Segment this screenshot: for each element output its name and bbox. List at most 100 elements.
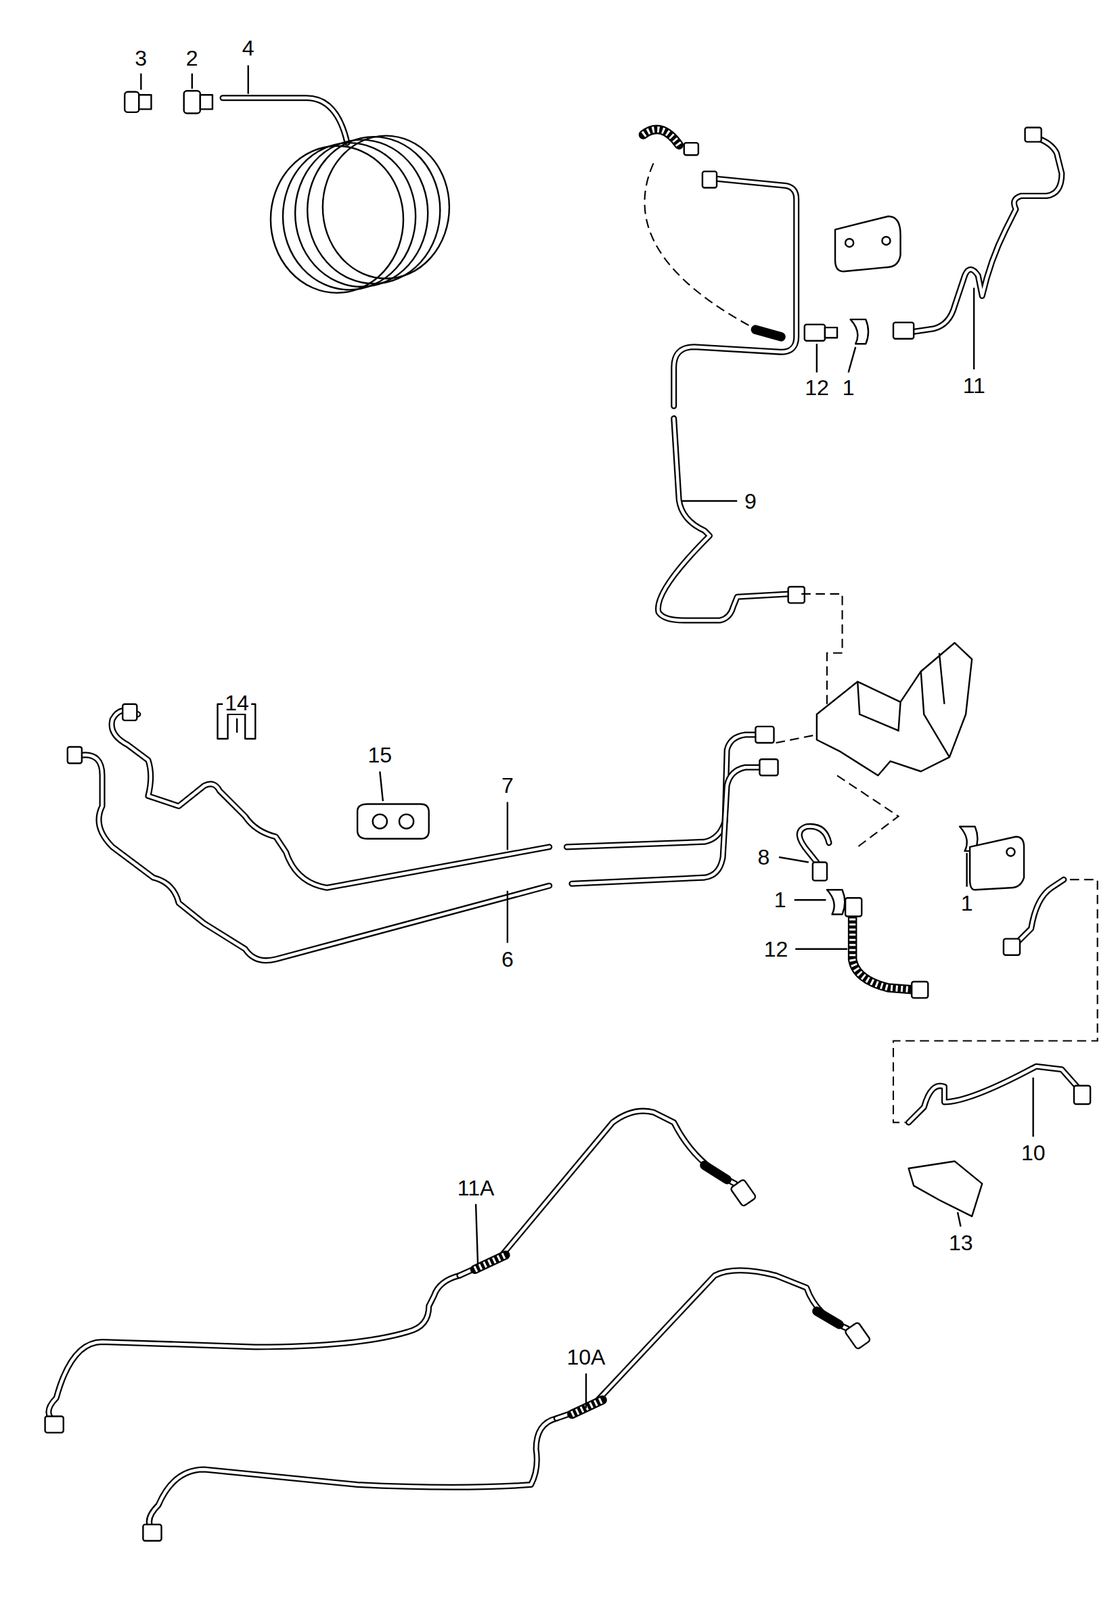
fittings-part bbox=[142, 1524, 162, 1542]
callout-number: 1 bbox=[840, 376, 857, 399]
brake-hoses-part bbox=[571, 1400, 603, 1415]
fittings-part bbox=[804, 324, 825, 342]
leader-lines-part bbox=[247, 65, 250, 95]
brake-pipes-part bbox=[148, 1419, 557, 1532]
proportioning-valve-part bbox=[857, 682, 901, 731]
brake-pipes-part bbox=[908, 1066, 1078, 1123]
connection-dashes-part bbox=[893, 879, 1098, 1123]
leader-lines-part bbox=[506, 891, 509, 944]
callout-number: 1 bbox=[958, 892, 976, 915]
fittings-part bbox=[45, 1417, 64, 1434]
brake-pipes-part bbox=[566, 734, 766, 848]
brake-hoses-part bbox=[852, 913, 914, 991]
brake-pipes-part bbox=[48, 1275, 460, 1424]
leader-lines-part bbox=[795, 948, 848, 951]
fittings-part bbox=[1074, 1086, 1091, 1105]
callout-number: 9 bbox=[742, 490, 759, 513]
callout-number: 10 bbox=[1019, 1142, 1048, 1165]
brake-pipes-part bbox=[81, 755, 550, 962]
brake-hoses-part bbox=[704, 1165, 727, 1180]
brake-hoses-part bbox=[459, 1111, 735, 1276]
connection-dashes-part bbox=[644, 163, 761, 332]
fittings-part bbox=[702, 171, 717, 188]
clips-and-plates-part bbox=[908, 1161, 983, 1217]
brake-pipes-part bbox=[657, 418, 792, 621]
fittings-part bbox=[845, 898, 862, 917]
pipe-coil bbox=[270, 136, 450, 294]
leader-lines-part bbox=[475, 1204, 478, 1266]
brake-pipes-part bbox=[1015, 879, 1064, 945]
brake-hoses-part bbox=[475, 1255, 506, 1270]
brake-pipes-part bbox=[799, 826, 830, 863]
fittings-part bbox=[200, 94, 213, 109]
leader-lines-part bbox=[778, 857, 809, 863]
brake-pipes bbox=[48, 98, 1078, 1532]
fittings-part bbox=[184, 90, 201, 114]
fittings-part bbox=[824, 327, 838, 338]
fittings-part bbox=[67, 747, 82, 764]
brake-hoses-part bbox=[816, 1311, 840, 1326]
leader-lines-part bbox=[682, 500, 738, 502]
callout-number: 12 bbox=[762, 938, 791, 961]
fittings-part bbox=[755, 726, 774, 744]
brake-hoses-part bbox=[556, 1270, 848, 1420]
brake-pipes-part bbox=[571, 767, 769, 884]
connection-dashes bbox=[644, 163, 1098, 1123]
leader-lines-part bbox=[794, 899, 827, 901]
clips-and-plates-part bbox=[357, 804, 430, 840]
leader-lines-part bbox=[379, 771, 384, 802]
clips-and-plates bbox=[217, 216, 1024, 1217]
callout-number: 6 bbox=[499, 948, 516, 971]
clips-and-plates-part bbox=[399, 814, 414, 830]
fittings-part bbox=[812, 862, 828, 882]
brake-hoses-part bbox=[571, 1400, 603, 1415]
connection-dashes-part bbox=[776, 734, 817, 744]
clips-and-plates-part bbox=[1006, 847, 1015, 857]
fittings-part bbox=[893, 322, 914, 340]
connection-dashes-part bbox=[801, 594, 842, 710]
pipe-coil-part bbox=[282, 142, 416, 290]
fittings-part bbox=[1003, 939, 1020, 956]
leader-lines-part bbox=[848, 347, 857, 373]
brake-pipes-part bbox=[657, 418, 792, 621]
pipe-coil-part bbox=[322, 136, 450, 279]
leader-lines-part bbox=[1032, 1078, 1034, 1137]
brake-pipes-part bbox=[48, 1275, 460, 1424]
clips-and-plates-part bbox=[372, 814, 388, 830]
brake-hoses-part bbox=[642, 129, 679, 145]
clips-and-plates-part bbox=[850, 319, 869, 344]
leader-lines-part bbox=[973, 287, 975, 370]
brake-hoses-part bbox=[475, 1255, 506, 1270]
brake-pipes-part bbox=[222, 98, 348, 143]
brake-hoses-part bbox=[642, 129, 679, 145]
brake-pipes-part bbox=[566, 734, 766, 848]
fittings bbox=[45, 90, 1091, 1542]
brake-pipes-part bbox=[81, 755, 550, 962]
leader-lines-part bbox=[816, 343, 818, 373]
clips-and-plates-part bbox=[845, 238, 854, 248]
fittings-part bbox=[138, 94, 151, 109]
clips-and-plates-part bbox=[835, 216, 901, 272]
brake-pipes-part bbox=[1015, 879, 1064, 945]
fittings-part bbox=[730, 1179, 757, 1208]
leader-lines-part bbox=[965, 853, 968, 888]
callout-number: 15 bbox=[365, 744, 394, 767]
clips-and-plates-part bbox=[881, 236, 890, 245]
proportioning-valve-part bbox=[939, 653, 945, 704]
fittings-part bbox=[1025, 127, 1042, 143]
clips-and-plates-part bbox=[969, 837, 1024, 890]
brake-hoses-part bbox=[459, 1111, 735, 1276]
brake-pipes-part bbox=[913, 138, 1062, 333]
fittings-part bbox=[124, 92, 139, 113]
leader-lines bbox=[140, 65, 1033, 1410]
leader-lines-part bbox=[140, 73, 142, 91]
brake-pipes-part bbox=[908, 1066, 1078, 1123]
brake-hoses-part bbox=[556, 1270, 848, 1420]
brake-pipes-part bbox=[799, 826, 830, 863]
proportioning-valve bbox=[816, 642, 972, 776]
fittings-part bbox=[844, 1322, 872, 1351]
connection-dashes-part bbox=[837, 775, 899, 848]
leader-lines-part bbox=[585, 1373, 587, 1409]
callout-number: 10A bbox=[565, 1346, 608, 1369]
